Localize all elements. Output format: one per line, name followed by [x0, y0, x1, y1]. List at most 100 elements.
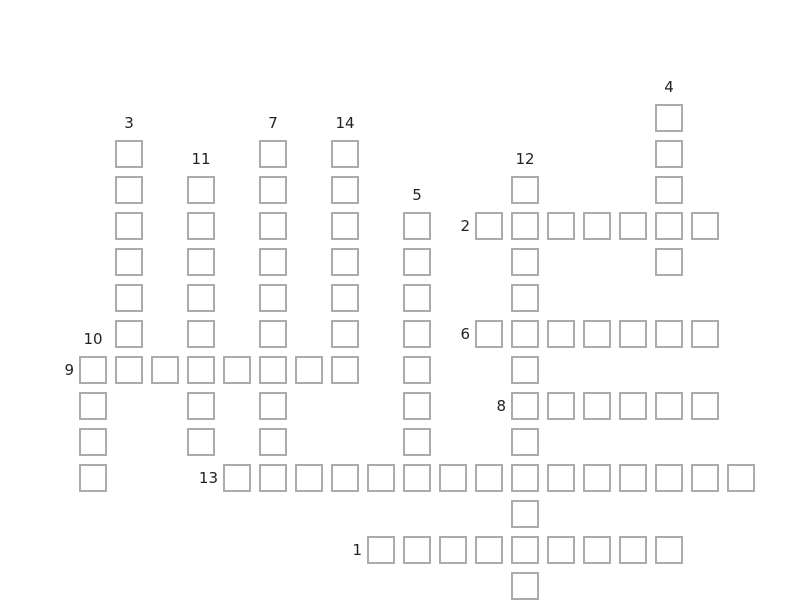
crossword-cell[interactable]: [295, 464, 323, 492]
crossword-cell[interactable]: [259, 356, 287, 384]
crossword-cell[interactable]: [259, 248, 287, 276]
crossword-cell[interactable]: [727, 464, 755, 492]
crossword-cell[interactable]: [115, 176, 143, 204]
crossword-cell[interactable]: [187, 284, 215, 312]
crossword-cell[interactable]: [403, 464, 431, 492]
crossword-cell[interactable]: [439, 536, 467, 564]
crossword-cell[interactable]: [511, 212, 539, 240]
crossword-cell[interactable]: [403, 356, 431, 384]
crossword-cell[interactable]: [619, 392, 647, 420]
crossword-cell[interactable]: [79, 428, 107, 456]
crossword-cell[interactable]: [259, 464, 287, 492]
crossword-cell[interactable]: [331, 176, 359, 204]
crossword-cell[interactable]: [691, 392, 719, 420]
crossword-cell[interactable]: [511, 500, 539, 528]
crossword-cell[interactable]: [619, 464, 647, 492]
crossword-cell[interactable]: [511, 248, 539, 276]
crossword-cell[interactable]: [439, 464, 467, 492]
crossword-cell[interactable]: [115, 284, 143, 312]
crossword-cell[interactable]: [475, 536, 503, 564]
crossword-cell[interactable]: [259, 284, 287, 312]
crossword-cell[interactable]: [583, 464, 611, 492]
crossword-cell[interactable]: [619, 536, 647, 564]
crossword-cell[interactable]: [655, 248, 683, 276]
crossword-cell[interactable]: [115, 212, 143, 240]
crossword-cell[interactable]: [511, 572, 539, 600]
crossword-cell[interactable]: [619, 212, 647, 240]
crossword-cell[interactable]: [331, 284, 359, 312]
crossword-cell[interactable]: [187, 392, 215, 420]
crossword-cell[interactable]: [115, 248, 143, 276]
crossword-cell[interactable]: [583, 320, 611, 348]
crossword-cell[interactable]: [187, 356, 215, 384]
crossword-cell[interactable]: [583, 536, 611, 564]
crossword-cell[interactable]: [655, 320, 683, 348]
crossword-cell[interactable]: [223, 356, 251, 384]
crossword-cell[interactable]: [187, 212, 215, 240]
crossword-cell[interactable]: [223, 464, 251, 492]
crossword-cell[interactable]: [475, 212, 503, 240]
crossword-cell[interactable]: [367, 464, 395, 492]
crossword-cell[interactable]: [331, 320, 359, 348]
crossword-cell[interactable]: [295, 356, 323, 384]
crossword-cell[interactable]: [475, 320, 503, 348]
crossword-cell[interactable]: [403, 320, 431, 348]
crossword-cell[interactable]: [259, 392, 287, 420]
crossword-cell[interactable]: [547, 536, 575, 564]
crossword-cell[interactable]: [79, 356, 107, 384]
crossword-cell[interactable]: [511, 464, 539, 492]
crossword-cell[interactable]: [511, 428, 539, 456]
crossword-cell[interactable]: [547, 320, 575, 348]
crossword-cell[interactable]: [403, 212, 431, 240]
crossword-cell[interactable]: [403, 248, 431, 276]
crossword-cell[interactable]: [331, 248, 359, 276]
crossword-cell[interactable]: [511, 356, 539, 384]
crossword-cell[interactable]: [511, 284, 539, 312]
crossword-cell[interactable]: [151, 356, 179, 384]
crossword-cell[interactable]: [115, 356, 143, 384]
crossword-cell[interactable]: [187, 176, 215, 204]
crossword-cell[interactable]: [547, 392, 575, 420]
crossword-cell[interactable]: [511, 176, 539, 204]
crossword-cell[interactable]: [691, 320, 719, 348]
crossword-cell[interactable]: [583, 392, 611, 420]
crossword-cell[interactable]: [259, 428, 287, 456]
crossword-cell[interactable]: [655, 104, 683, 132]
crossword-cell[interactable]: [259, 320, 287, 348]
crossword-cell[interactable]: [691, 464, 719, 492]
crossword-cell[interactable]: [655, 140, 683, 168]
crossword-cell[interactable]: [655, 536, 683, 564]
crossword-cell[interactable]: [79, 392, 107, 420]
crossword-cell[interactable]: [619, 320, 647, 348]
crossword-cell[interactable]: [655, 212, 683, 240]
crossword-cell[interactable]: [547, 464, 575, 492]
crossword-cell[interactable]: [403, 428, 431, 456]
crossword-cell[interactable]: [115, 140, 143, 168]
crossword-cell[interactable]: [259, 176, 287, 204]
crossword-cell[interactable]: [583, 212, 611, 240]
crossword-cell[interactable]: [655, 392, 683, 420]
crossword-cell[interactable]: [331, 464, 359, 492]
crossword-cell[interactable]: [511, 392, 539, 420]
crossword-cell[interactable]: [511, 536, 539, 564]
crossword-cell[interactable]: [115, 320, 143, 348]
crossword-cell[interactable]: [187, 428, 215, 456]
crossword-cell[interactable]: [655, 464, 683, 492]
crossword-cell[interactable]: [475, 464, 503, 492]
crossword-cell[interactable]: [655, 176, 683, 204]
crossword-cell[interactable]: [403, 536, 431, 564]
crossword-cell[interactable]: [187, 248, 215, 276]
crossword-cell[interactable]: [259, 212, 287, 240]
crossword-cell[interactable]: [331, 140, 359, 168]
crossword-cell[interactable]: [511, 320, 539, 348]
crossword-cell[interactable]: [79, 464, 107, 492]
crossword-cell[interactable]: [691, 212, 719, 240]
crossword-cell[interactable]: [187, 320, 215, 348]
crossword-cell[interactable]: [259, 140, 287, 168]
crossword-cell[interactable]: [403, 284, 431, 312]
crossword-cell[interactable]: [367, 536, 395, 564]
crossword-cell[interactable]: [331, 212, 359, 240]
crossword-cell[interactable]: [403, 392, 431, 420]
crossword-cell[interactable]: [547, 212, 575, 240]
crossword-cell[interactable]: [331, 356, 359, 384]
